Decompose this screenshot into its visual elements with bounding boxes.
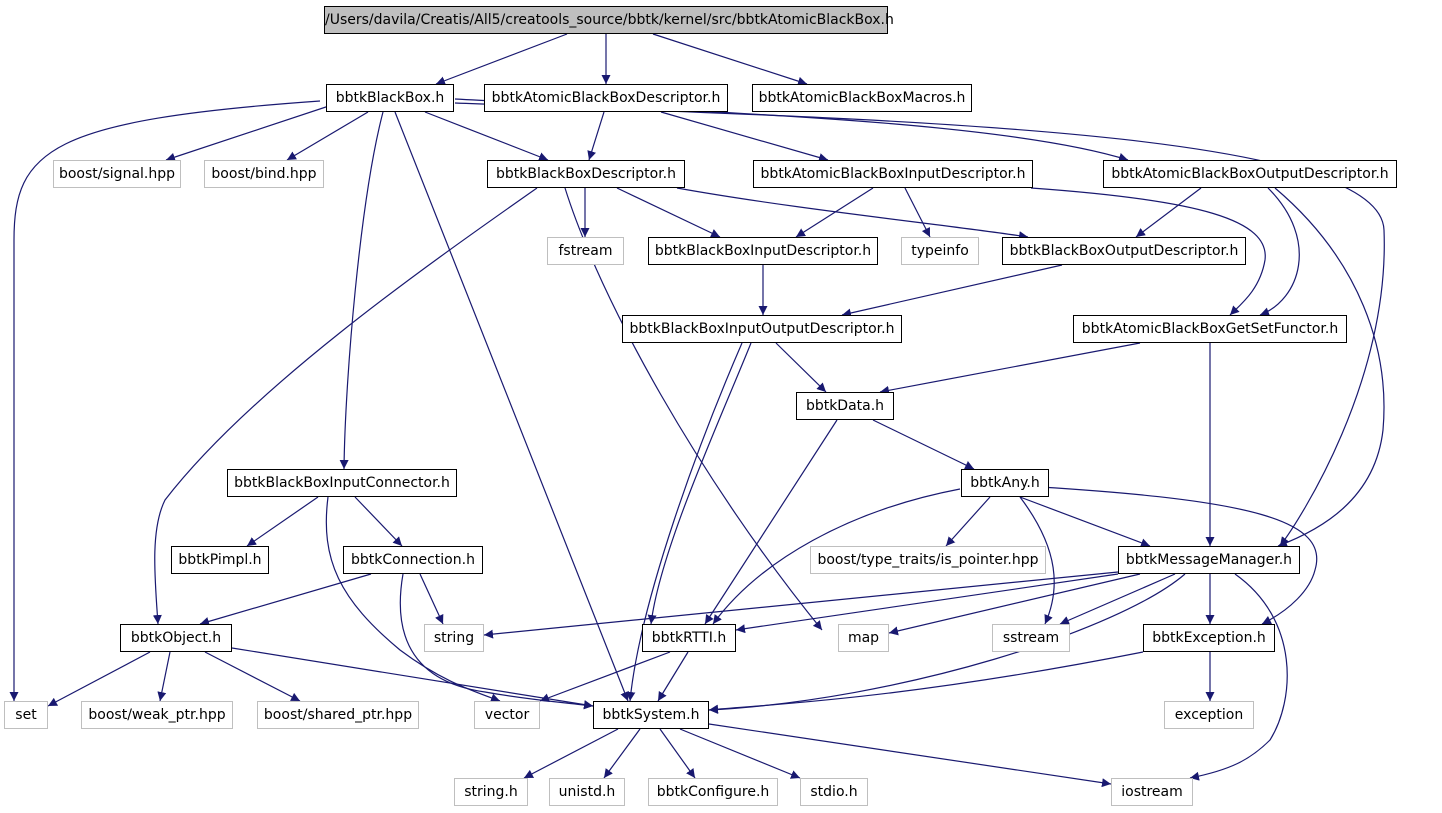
edge-27 [879, 342, 1141, 395]
node-boost-signal-hpp[interactable]: boost/signal.hpp [53, 160, 181, 188]
node-unistd-h[interactable]: unistd.h [549, 778, 625, 806]
edge-49 [708, 573, 1186, 715]
edge-59 [523, 728, 619, 779]
node-bbtkblackboxdescriptor-h[interactable]: bbtkBlackBoxDescriptor.h [487, 160, 685, 188]
node-string-h[interactable]: string.h [454, 778, 528, 806]
edge-19 [904, 187, 931, 238]
edge-6 [424, 111, 549, 161]
edge-35 [1039, 486, 1318, 625]
edge-5 [286, 111, 369, 161]
edge-41 [199, 573, 372, 626]
node-bbtkblackbox-h[interactable]: bbtkBlackBox.h [326, 84, 454, 112]
node-typeinfo[interactable]: typeinfo [901, 237, 979, 265]
node-boost-type-traits-is-pointer-hpp[interactable]: boost/type_traits/is_pointer.hpp [810, 546, 1046, 574]
edge-36 [1019, 496, 1055, 625]
node-bbtkconfigure-h[interactable]: bbtkConfigure.h [648, 778, 778, 806]
node-bbtkdata-h[interactable]: bbtkData.h [796, 392, 894, 420]
edge-4 [165, 100, 345, 162]
node-bbtkatomicblackboxgetsetfunctor-h[interactable]: bbtkAtomicBlackBoxGetSetFunctor.h [1073, 315, 1347, 343]
edge-20 [1030, 187, 1266, 316]
edge-21 [1135, 187, 1202, 238]
node-bbtkconnection-h[interactable]: bbtkConnection.h [343, 546, 483, 574]
node-bbtkany-h[interactable]: bbtkAny.h [961, 469, 1049, 497]
edge-22 [1259, 187, 1300, 317]
node-fstream[interactable]: fstream [547, 237, 624, 265]
node-exception[interactable]: exception [1164, 701, 1254, 729]
node-set[interactable]: set [4, 701, 48, 729]
edge-63 [708, 723, 1112, 788]
edge-23 [1274, 187, 1385, 547]
edge-53 [204, 651, 301, 702]
edge-42 [419, 573, 444, 625]
node-bbtkobject-h[interactable]: bbtkObject.h [120, 624, 232, 652]
node-bbtkatomicblackboxmacros-h[interactable]: bbtkAtomicBlackBoxMacros.h [752, 84, 972, 112]
node-sstream[interactable]: sstream [992, 624, 1070, 652]
edge-45 [735, 573, 1119, 634]
edge-46 [888, 573, 1141, 636]
node-bbtkexception-h[interactable]: bbtkException.h [1143, 624, 1275, 652]
node-map[interactable]: map [838, 624, 889, 652]
node-bbtkblackboxinputconnector-h[interactable]: bbtkBlackBoxInputConnector.h [227, 469, 457, 497]
edge-32 [872, 419, 975, 470]
node-stdio-h[interactable]: stdio.h [800, 778, 868, 806]
node-bbtkpimpl-h[interactable]: bbtkPimpl.h [171, 546, 269, 574]
edge-39 [354, 496, 403, 547]
node-bbtkatomicblackboxoutputdescriptor-h[interactable]: bbtkAtomicBlackBoxOutputDescriptor.h [1103, 160, 1397, 188]
edge-30 [626, 342, 743, 702]
node-bbtksystem-h[interactable]: bbtkSystem.h [593, 701, 709, 729]
edge-8 [660, 111, 829, 162]
edge-17 [152, 187, 538, 625]
edge-51 [47, 651, 151, 707]
edge-25 [841, 264, 1063, 318]
edge-52 [157, 651, 171, 702]
edge-2 [652, 33, 808, 86]
edge-14 [616, 187, 721, 238]
edge-9 [9, 100, 321, 701]
node-bbtkblackboxinputdescriptor-h[interactable]: bbtkBlackBoxInputDescriptor.h [648, 237, 878, 265]
edge-37 [712, 488, 961, 625]
edge-62 [679, 728, 801, 779]
edge-34 [1019, 496, 1151, 548]
edge-0 [435, 33, 568, 85]
edge-47 [1059, 573, 1176, 625]
node-bbtkblackboxoutputdescriptor-h[interactable]: bbtkBlackBoxOutputDescriptor.h [1002, 237, 1246, 265]
edge-50 [1189, 573, 1288, 781]
edge-26 [775, 342, 827, 393]
node-string[interactable]: string [424, 624, 484, 652]
edge-60 [603, 728, 641, 779]
edge-31 [704, 419, 838, 625]
node-root-bbtkatomicblackbox-h[interactable]: /Users/davila/Creatis/All5/creatools_sou… [324, 6, 894, 34]
edge-7 [587, 111, 605, 161]
node-vector[interactable]: vector [474, 701, 540, 729]
edge-38 [246, 496, 319, 547]
edge-54 [231, 647, 594, 710]
edge-29 [647, 342, 752, 625]
edge-57 [708, 651, 1144, 714]
edge-56 [657, 651, 689, 702]
node-bbtkatomicblackboxdescriptor-h[interactable]: bbtkAtomicBlackBoxDescriptor.h [484, 84, 728, 112]
node-bbtkatomicblackboxinputdescriptor-h[interactable]: bbtkAtomicBlackBoxInputDescriptor.h [753, 160, 1033, 188]
edge-44 [483, 571, 1119, 639]
node-bbtkblackboxinputoutputdescriptor-h[interactable]: bbtkBlackBoxInputOutputDescriptor.h [622, 315, 902, 343]
node-bbtkrtti-h[interactable]: bbtkRTTI.h [642, 624, 736, 652]
node-boost-shared-ptr-hpp[interactable]: boost/shared_ptr.hpp [257, 701, 419, 729]
edge-33 [945, 496, 991, 547]
edge-12 [339, 111, 384, 470]
edge-43 [399, 573, 594, 710]
edge-40 [325, 496, 501, 703]
node-iostream[interactable]: iostream [1111, 778, 1193, 806]
edge-61 [659, 728, 696, 779]
node-bbtkmessagemanager-h[interactable]: bbtkMessageManager.h [1118, 546, 1300, 574]
edge-11 [394, 111, 629, 702]
edge-15 [676, 187, 1029, 241]
edge-18 [795, 187, 874, 238]
node-boost-weak-ptr-hpp[interactable]: boost/weak_ptr.hpp [81, 701, 233, 729]
node-boost-bind-hpp[interactable]: boost/bind.hpp [204, 160, 324, 188]
edge-55 [539, 651, 671, 703]
